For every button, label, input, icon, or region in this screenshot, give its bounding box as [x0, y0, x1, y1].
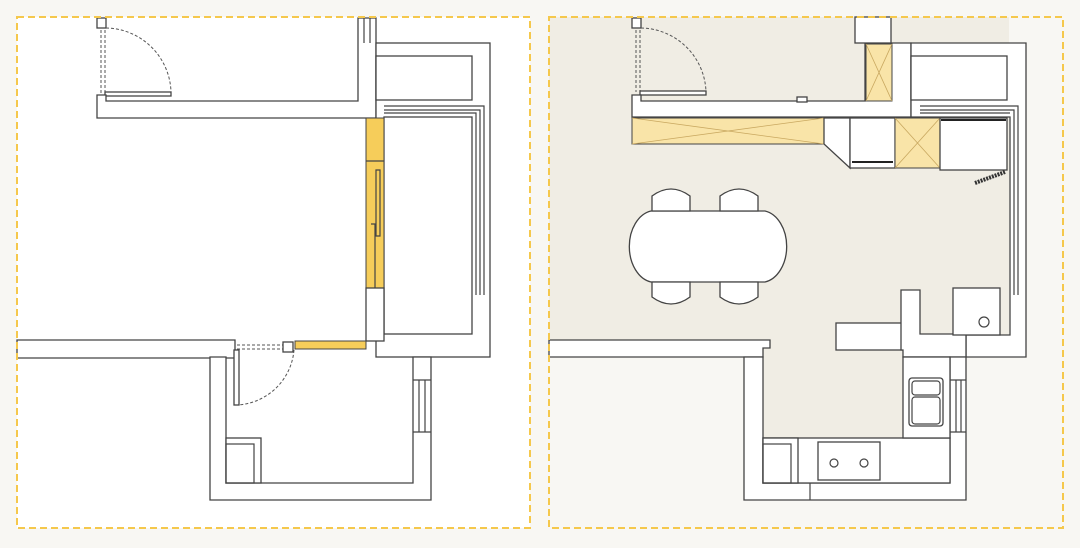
door-hinge [282, 341, 294, 353]
dining-set [628, 188, 788, 305]
door-swing [235, 349, 295, 406]
window-lower [413, 379, 431, 433]
room-right [383, 116, 473, 335]
window-right [920, 105, 1019, 295]
before-plan [16, 16, 531, 529]
stove [817, 441, 881, 481]
after-plan [548, 16, 1064, 529]
room-lower [209, 356, 432, 501]
chair [651, 188, 691, 212]
chair [719, 281, 759, 305]
cabinet [225, 437, 262, 484]
peninsula-counter [835, 322, 903, 351]
wall-lower-left [16, 339, 236, 359]
frame-after [548, 16, 1064, 529]
highlight-small-wall [294, 340, 367, 350]
room-top-right [375, 55, 473, 101]
window-right [384, 105, 485, 295]
plant-icon [974, 170, 1006, 185]
chair [651, 281, 691, 305]
fridge [939, 117, 1008, 171]
frame-before [16, 16, 531, 529]
dishwasher [952, 287, 1001, 336]
window-lower [950, 379, 966, 433]
sliding-door [371, 169, 381, 288]
door-top-left [96, 17, 172, 97]
sink [908, 377, 944, 427]
room-top-right [910, 55, 1008, 101]
oven [849, 117, 896, 169]
wall-lower-left [548, 339, 771, 358]
door-top [631, 17, 707, 96]
chair [719, 188, 759, 212]
dining-table [628, 210, 788, 283]
